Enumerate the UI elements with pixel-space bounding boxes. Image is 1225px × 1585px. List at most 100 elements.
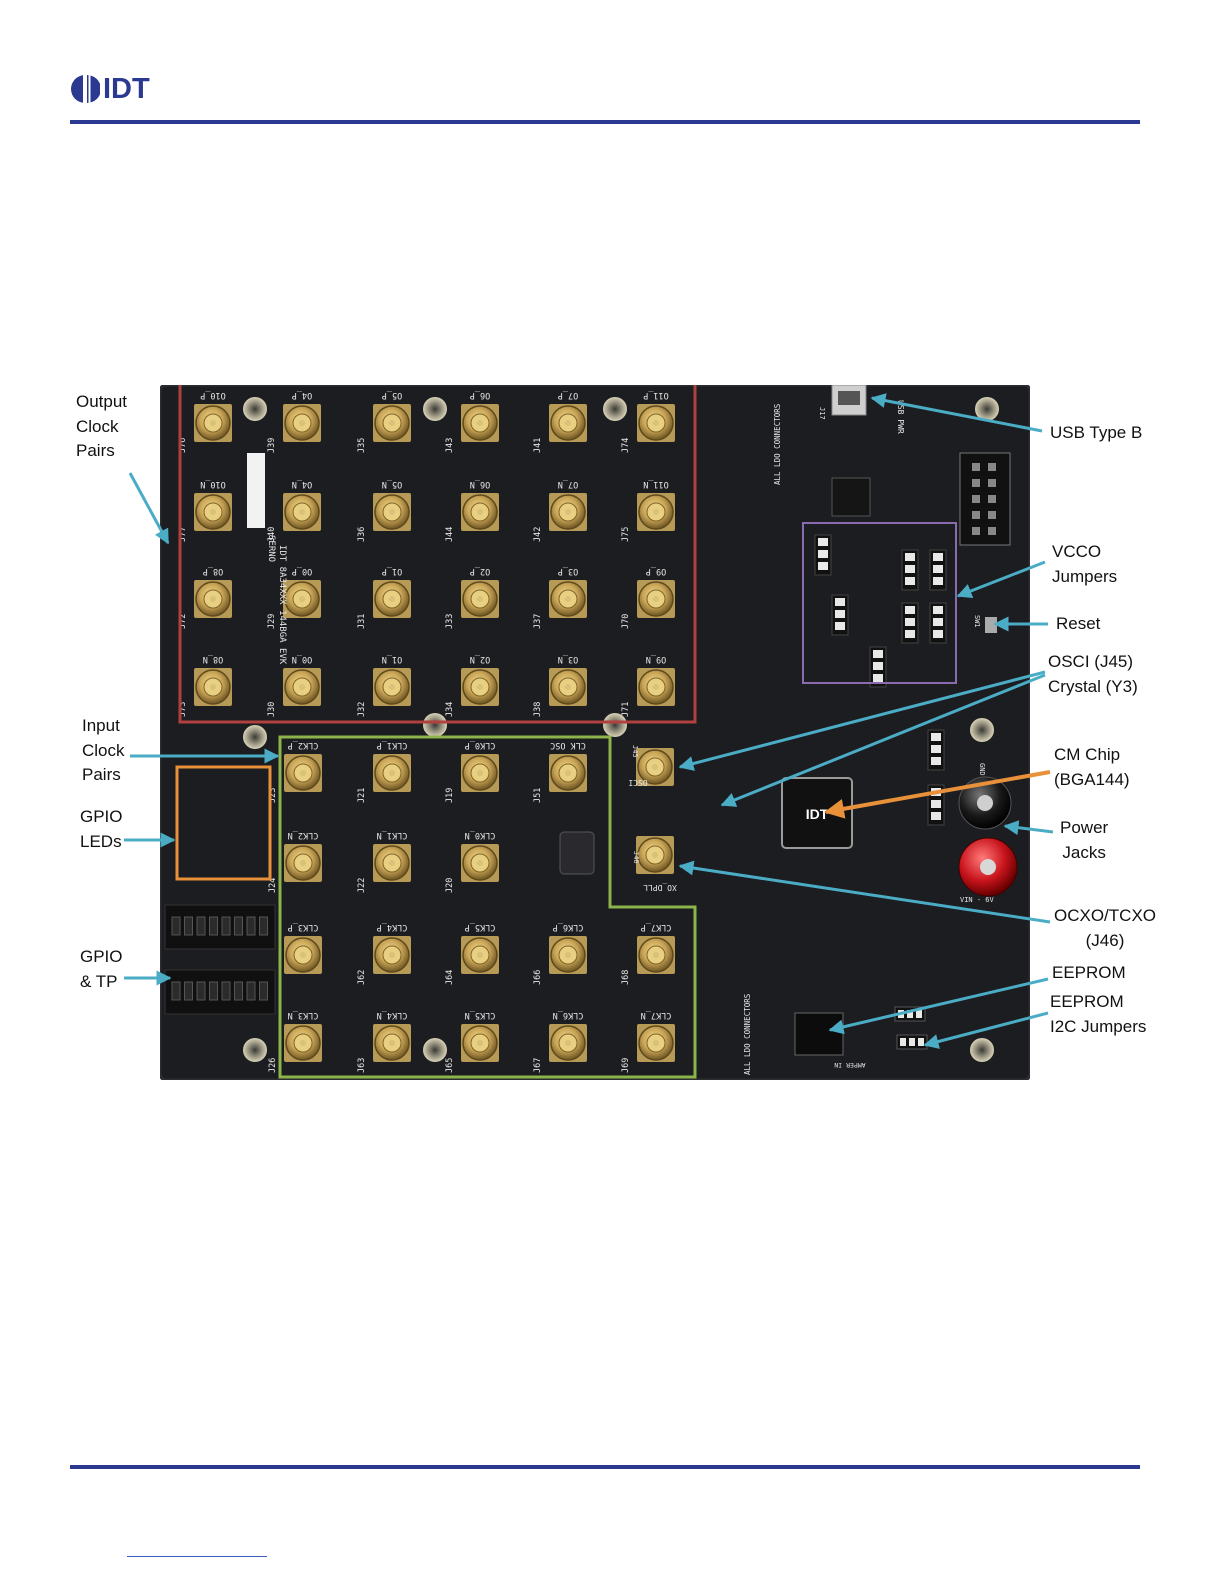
jumper-shunt[interactable] [905,618,915,626]
sma-connector [549,936,587,974]
jumper-shunt[interactable] [905,577,915,585]
jumper-shunt[interactable] [905,565,915,573]
sma-ref-silk: J41 [533,438,543,453]
dip-switch-lever[interactable] [221,916,231,936]
vin-silk: VIN - 6V [960,896,995,904]
sma-ref-silk: J65 [445,1058,455,1073]
dip-switch-lever[interactable] [171,981,181,1001]
jumper-shunt[interactable] [898,1010,904,1018]
jtag-pin [988,527,996,535]
sma-label-silk: O7_P [558,390,578,400]
jumper-shunt[interactable] [933,606,943,614]
sma-connector [637,580,675,618]
jumper-shunt[interactable] [933,565,943,573]
jumper-shunt[interactable] [905,606,915,614]
sma-ref-silk: J31 [357,614,367,629]
sma-connector [636,836,674,874]
jumper-shunt[interactable] [931,788,941,796]
dip-switch-bank[interactable] [164,969,276,1015]
sma-connector [461,580,499,618]
jumper-shunt[interactable] [933,618,943,626]
jumper-shunt[interactable] [818,538,828,546]
sma-connector [461,754,499,792]
dip-switch-lever[interactable] [196,981,206,1001]
jumper-shunt[interactable] [931,800,941,808]
footer-link-underline[interactable] [127,1556,267,1557]
sma-connector [461,844,499,882]
label-usb-type-b: USB Type B [1050,423,1143,442]
mounting-hole [603,397,627,421]
dip-switch-lever[interactable] [221,981,231,1001]
dip-switch-lever[interactable] [209,916,218,936]
footer-rule [70,1465,1140,1469]
gpio-leds-box [175,765,272,881]
sma-connector [283,580,321,618]
serno-label-sticker [247,453,265,528]
sma-ref-silk: J29 [267,614,277,629]
sma-label-silk: CLK0_N [465,830,496,840]
dip-switch-lever[interactable] [196,916,206,936]
dip-switch-lever[interactable] [184,981,193,1001]
jumper-shunt[interactable] [933,577,943,585]
jumper-shunt[interactable] [873,650,883,658]
jumper-shunt[interactable] [933,630,943,638]
jumper-shunt[interactable] [916,1010,922,1018]
jumper-shunt[interactable] [835,622,845,630]
jumper-shunt[interactable] [909,1038,915,1046]
sma-connector [284,1024,322,1062]
jumper-shunt[interactable] [931,745,941,753]
evaluation-board-photo: O10_PJ76O4_PJ39O5_PJ35O6_PJ43O7_PJ41O11_… [160,385,1030,1080]
sma-connector [637,936,675,974]
dip-switch-lever[interactable] [171,916,181,936]
dip-switch-lever[interactable] [259,916,268,936]
sma-connector-grid [194,404,675,1062]
sma-ref-silk: J67 [533,1058,543,1073]
jumper-shunt[interactable] [905,553,915,561]
jumper-shunt[interactable] [933,553,943,561]
usb-type-b-port [838,391,860,405]
jumper-shunt[interactable] [818,550,828,558]
logo-text: IDT [103,72,150,105]
jumper-shunt[interactable] [900,1038,906,1046]
sma-connector [461,404,499,442]
jumper-shunt[interactable] [835,598,845,606]
xo-dpll-silk: XO_DPLL [643,883,677,892]
sma-ref-silk: J40 [267,527,277,542]
sma-connector [373,1024,411,1062]
jumper-shunt[interactable] [918,1038,924,1046]
sma-ref-silk: J62 [357,970,367,985]
jumper-shunt[interactable] [818,562,828,570]
jumper-shunt[interactable] [873,674,883,682]
jumper-shunt[interactable] [931,812,941,820]
dip-switch-bank[interactable] [164,904,276,950]
label-cm-chip: CM Chip (BGA144) [1054,745,1130,789]
sma-label-silk: O11_P [643,390,669,400]
dip-switch-lever[interactable] [234,981,243,1001]
sma-label-silk: O9_N [646,654,666,664]
sma-ref-silk: J20 [445,878,455,893]
label-gpio-tp: GPIO & TP [80,947,123,991]
sma-label-silk: O3_P [558,566,578,576]
label-eeprom-i2c-jumpers: EEPROM I2C Jumpers [1050,992,1147,1036]
sma-ref-silk: J75 [621,527,631,542]
jtag-pin [972,479,980,487]
jumper-shunt[interactable] [873,662,883,670]
dip-switch-lever[interactable] [259,981,268,1001]
dip-switch-lever[interactable] [246,981,256,1001]
jumper-shunt[interactable] [835,610,845,618]
dip-switch-lever[interactable] [209,981,218,1001]
sma-ref-silk: J77 [178,527,188,542]
jumper-shunt[interactable] [931,733,941,741]
dip-switch-lever[interactable] [234,916,243,936]
dip-switch-lever[interactable] [246,916,256,936]
jumper-shunt[interactable] [905,630,915,638]
sma-ref-silk: J64 [445,970,455,985]
dip-switch-lever[interactable] [184,916,193,936]
jumper-shunt[interactable] [907,1010,913,1018]
sma-ref-silk: J51 [533,788,543,803]
jumper-shunt[interactable] [931,757,941,765]
idt-logo-mark-icon [71,75,100,103]
sma-connector [637,493,675,531]
sma-ref-silk: J68 [621,970,631,985]
crystal-y4-package [559,831,595,875]
